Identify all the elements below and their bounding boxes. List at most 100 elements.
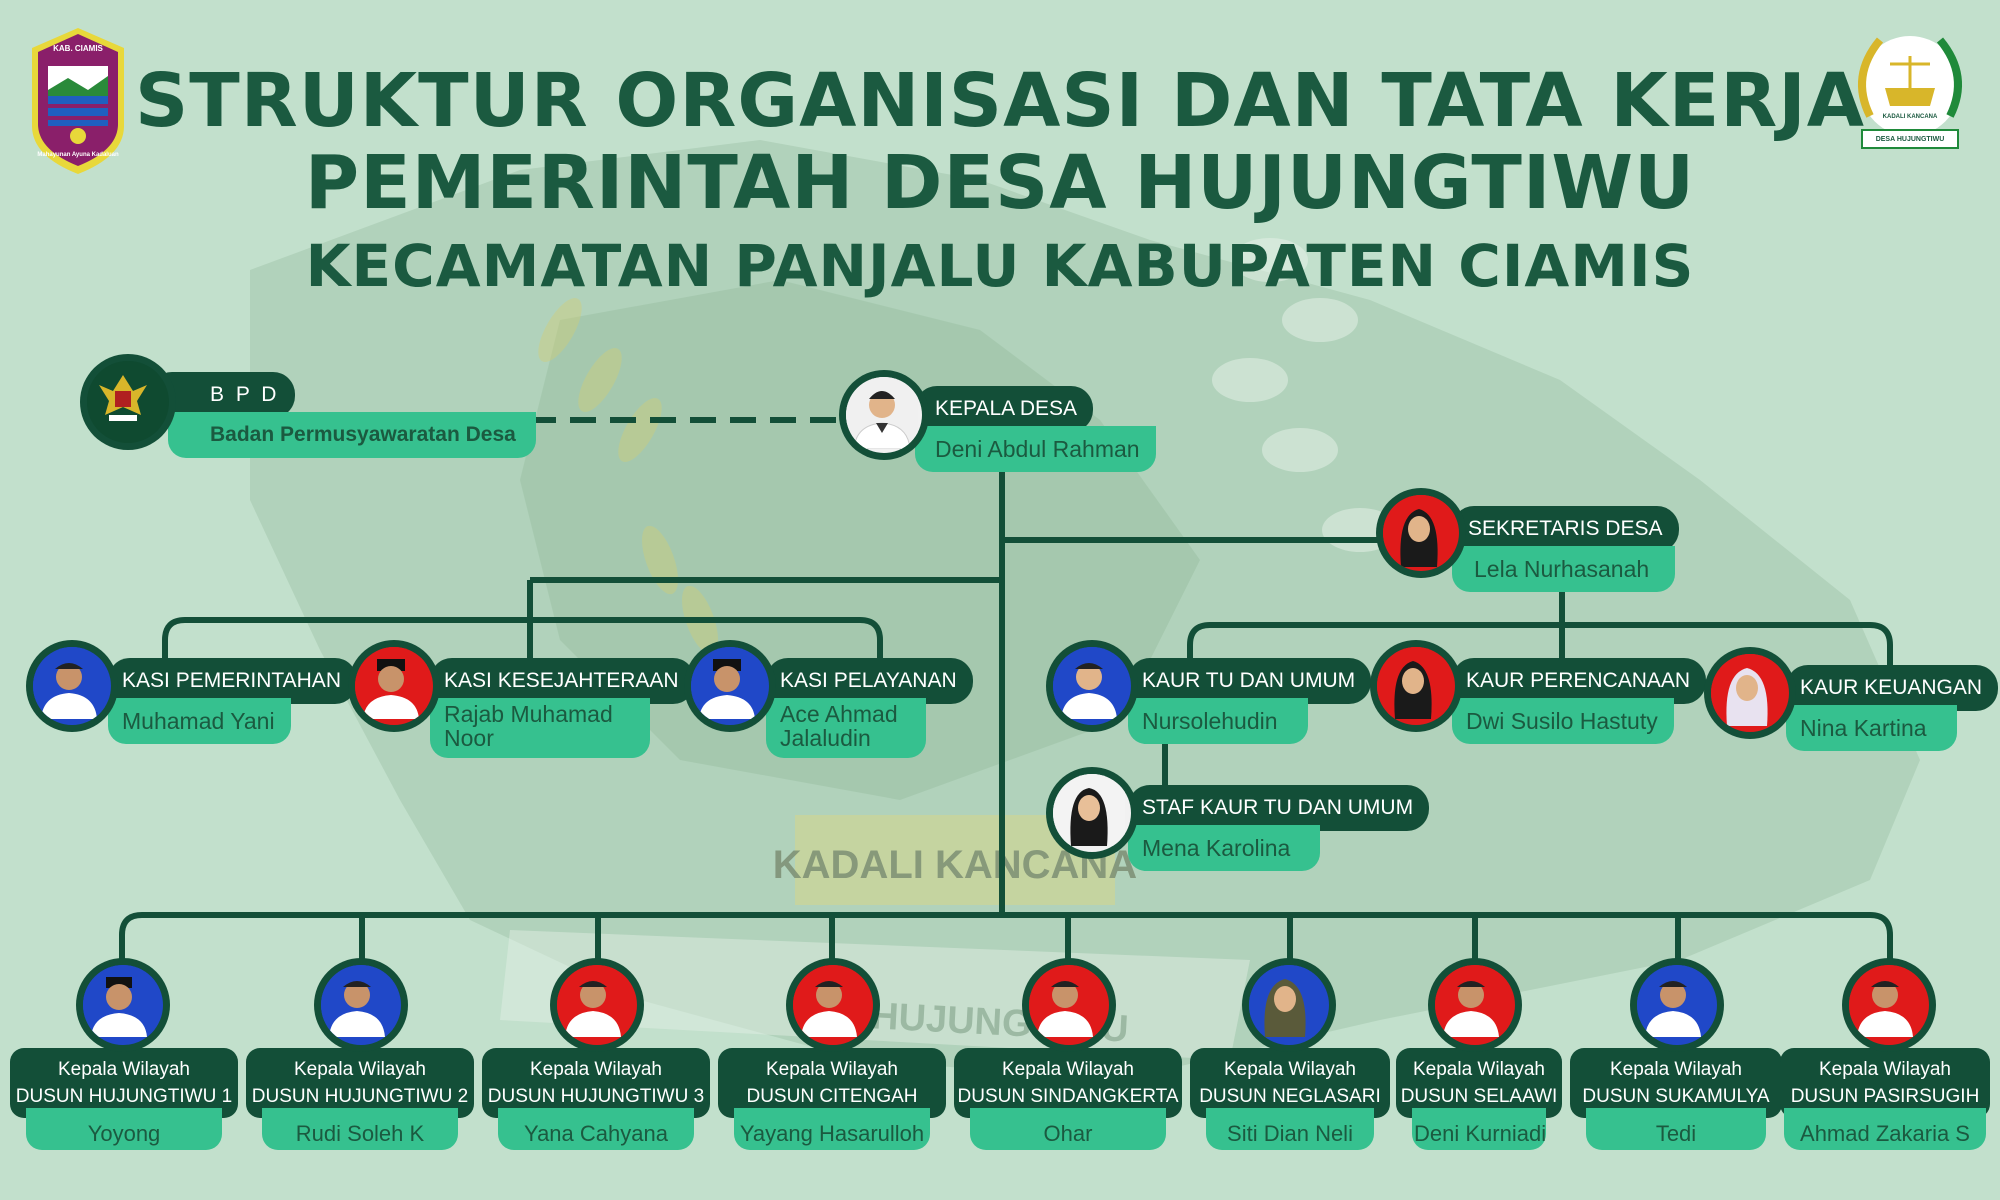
kaur-keuangan-name: Nina Kartina: [1786, 705, 1957, 751]
shield-icon: [32, 28, 124, 174]
kasi-kesejahteraan-photo: [348, 640, 440, 732]
kaur-keuangan-role: KAUR KEUANGAN: [1786, 665, 1999, 711]
person-avatar-icon: [83, 965, 155, 1037]
dusun-unit: DUSUN PASIRSUGIH: [1790, 1086, 1980, 1107]
dusun-7-photo: [1428, 958, 1522, 1052]
dusun-unit: DUSUN SUKAMULYA: [1582, 1086, 1770, 1107]
person-avatar-icon: [557, 965, 629, 1037]
kasi-kesejahteraan-role: KASI KESEJAHTERAAN: [430, 658, 695, 704]
person-avatar-icon: [691, 647, 763, 719]
dusun-name: Tedi: [1586, 1108, 1766, 1150]
dusun-title: Kepala Wilayah: [529, 1059, 663, 1080]
kasi-pemerintahan-name: Muhamad Yani: [108, 698, 291, 744]
dusun-name: Yayang Hasarulloh: [734, 1108, 930, 1150]
dusun-name: Yoyong: [26, 1108, 222, 1150]
dusun-unit: DUSUN SINDANGKERTA: [957, 1086, 1179, 1107]
dusun-title: Kepala Wilayah: [1001, 1059, 1135, 1080]
kepala-desa-photo: [839, 370, 929, 460]
dusun-title: Kepala Wilayah: [1412, 1059, 1546, 1080]
kasi-pelayanan-role: KASI PELAYANAN: [766, 658, 973, 704]
sekretaris-role: SEKRETARIS DESA: [1452, 506, 1679, 552]
person-avatar-icon: [321, 965, 393, 1037]
dusun-title: Kepala Wilayah: [1609, 1059, 1743, 1080]
dusun-4-photo: [786, 958, 880, 1052]
dusun-name: Deni Kurniadi: [1412, 1108, 1546, 1150]
dusun-unit: DUSUN HUJUNGTIWU 1: [15, 1086, 233, 1107]
kasi-pemerintahan-photo: [26, 640, 118, 732]
kasi-kesejahteraan-name: Rajab Muhamad Noor: [430, 698, 650, 758]
dusun-title: Kepala Wilayah: [1818, 1059, 1952, 1080]
kaur-perencanaan-role: KAUR PERENCANAAN: [1452, 658, 1707, 704]
kepala-desa-role: KEPALA DESA: [915, 386, 1094, 432]
person-avatar-icon: [1637, 965, 1709, 1037]
dusun-title: Kepala Wilayah: [1223, 1059, 1357, 1080]
kaur-perencanaan-name: Dwi Susilo Hastuty: [1452, 698, 1674, 744]
person-avatar-icon: [1249, 965, 1321, 1037]
sekretaris-name: Lela Nurhasanah: [1452, 546, 1676, 592]
person-avatar-icon: [1053, 647, 1125, 719]
staf-kaur-photo: [1046, 767, 1138, 859]
dusun-unit: DUSUN SELAAWI: [1400, 1086, 1558, 1107]
dusun-title: Kepala Wilayah: [293, 1059, 427, 1080]
kasi-pemerintahan-role: KASI PEMERINTAHAN: [108, 658, 357, 704]
person-avatar-icon: [846, 377, 918, 449]
map-silhouette: [250, 140, 1920, 1080]
connector-lines: [119, 417, 1893, 965]
person-avatar-icon: [1711, 654, 1783, 726]
desa-hujungtiwu-logo: KADALI KANCANA DESA HUJUNGTIWU: [1840, 26, 1980, 156]
dusun-1-photo: [76, 958, 170, 1052]
dusun-title: Kepala Wilayah: [57, 1059, 191, 1080]
dusun-name: Ohar: [970, 1108, 1166, 1150]
right-logo-bottom: DESA HUJUNGTIWU: [1875, 136, 1945, 143]
staf-kaur-role: STAF KAUR TU DAN UMUM: [1128, 785, 1430, 831]
title-line-1: STRUKTUR ORGANISASI DAN TATA KERJA: [134, 58, 1866, 144]
dusun-unit: DUSUN NEGLASARI: [1199, 1086, 1381, 1107]
person-avatar-icon: [1377, 647, 1449, 719]
dusun-name: Ahmad Zakaria S: [1784, 1108, 1986, 1150]
dusun-unit: DUSUN HUJUNGTIWU 2: [251, 1086, 469, 1107]
left-logo-text: KAB. CIAMIS: [53, 44, 103, 53]
kabupaten-ciamis-logo: KAB. CIAMIS Mahayunan Ayuna Kadaluan: [28, 26, 128, 176]
kaur-keuangan-photo: [1704, 647, 1796, 739]
dusun-unit: DUSUN HUJUNGTIWU 3: [487, 1086, 705, 1107]
title-line-2: PEMERINTAH DESA HUJUNGTIWU: [304, 140, 1696, 226]
sekretaris-photo: [1376, 488, 1466, 578]
person-avatar-icon: [1029, 965, 1101, 1037]
kaur-perencanaan-photo: [1370, 640, 1462, 732]
right-logo-top: KADALI KANCANA: [1882, 114, 1938, 120]
kaur-tu-umum-photo: [1046, 640, 1138, 732]
bpd-emblem: [80, 354, 176, 450]
kasi-pelayanan-photo: [684, 640, 776, 732]
dusun-5-photo: [1022, 958, 1116, 1052]
dusun-name: Siti Dian Neli: [1206, 1108, 1374, 1150]
kasi-pelayanan-name: Ace Ahmad Jalaludin: [766, 698, 926, 758]
person-avatar-icon: [355, 647, 427, 719]
person-avatar-icon: [1435, 965, 1507, 1037]
dusun-8-photo: [1630, 958, 1724, 1052]
dusun-name: Rudi Soleh K: [262, 1108, 458, 1150]
person-avatar-icon: [33, 647, 105, 719]
left-logo-motto: Mahayunan Ayuna Kadaluan: [37, 152, 119, 158]
person-avatar-icon: [793, 965, 865, 1037]
dusun-6-photo: [1242, 958, 1336, 1052]
wreath-icon: [1858, 36, 1962, 149]
person-avatar-icon: [1383, 495, 1455, 567]
dusun-2-photo: [314, 958, 408, 1052]
garuda-icon: [87, 361, 159, 433]
bpd-name: Badan Permusyawaratan Desa: [168, 412, 536, 458]
title-line-3: KECAMATAN PANJALU KABUPATEN CIAMIS: [305, 232, 1695, 300]
dusun-9-photo: [1842, 958, 1936, 1052]
kaur-tu-umum-role: KAUR TU DAN UMUM: [1128, 658, 1372, 704]
dusun-title: Kepala Wilayah: [765, 1059, 899, 1080]
kepala-desa-name: Deni Abdul Rahman: [915, 426, 1156, 472]
person-avatar-icon: [1849, 965, 1921, 1037]
person-avatar-icon: [1053, 774, 1125, 846]
